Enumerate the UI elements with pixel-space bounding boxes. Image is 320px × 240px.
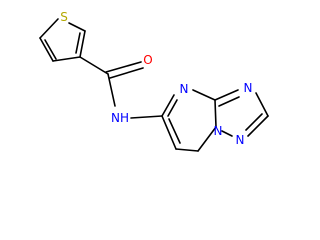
bond bbox=[218, 96, 240, 107]
bond bbox=[255, 92, 269, 117]
bond bbox=[245, 113, 263, 131]
bond bbox=[197, 126, 217, 152]
bond bbox=[68, 22, 86, 32]
bond bbox=[39, 37, 54, 62]
bond bbox=[107, 73, 116, 107]
bond bbox=[44, 39, 57, 60]
atom-label-n: N bbox=[180, 82, 189, 96]
atom-label-nh: NH bbox=[111, 111, 129, 125]
atom-label-n: N bbox=[214, 124, 223, 138]
bond bbox=[52, 56, 81, 62]
atom-labels: S O NH N N N N bbox=[60, 10, 252, 147]
atom-label-n: N bbox=[236, 133, 245, 147]
atom-label-s: S bbox=[60, 10, 68, 24]
bond bbox=[214, 89, 239, 101]
bond bbox=[105, 61, 142, 73]
bond bbox=[130, 115, 163, 119]
bond bbox=[221, 130, 233, 137]
molecule-structure: S O NH N N N N bbox=[39, 10, 269, 152]
bond bbox=[161, 94, 175, 117]
bond bbox=[79, 30, 86, 58]
atom-label-n: N bbox=[244, 81, 253, 95]
bond bbox=[214, 99, 217, 128]
atom-label-o: O bbox=[143, 53, 152, 67]
bond bbox=[247, 115, 269, 137]
bond bbox=[161, 115, 177, 150]
bonds bbox=[39, 18, 269, 152]
bond bbox=[175, 148, 199, 152]
bond bbox=[192, 89, 216, 101]
bond bbox=[167, 99, 178, 117]
bond bbox=[79, 56, 109, 75]
bond bbox=[109, 67, 144, 79]
bond bbox=[75, 32, 81, 54]
bond bbox=[39, 18, 59, 39]
bond bbox=[168, 118, 181, 144]
